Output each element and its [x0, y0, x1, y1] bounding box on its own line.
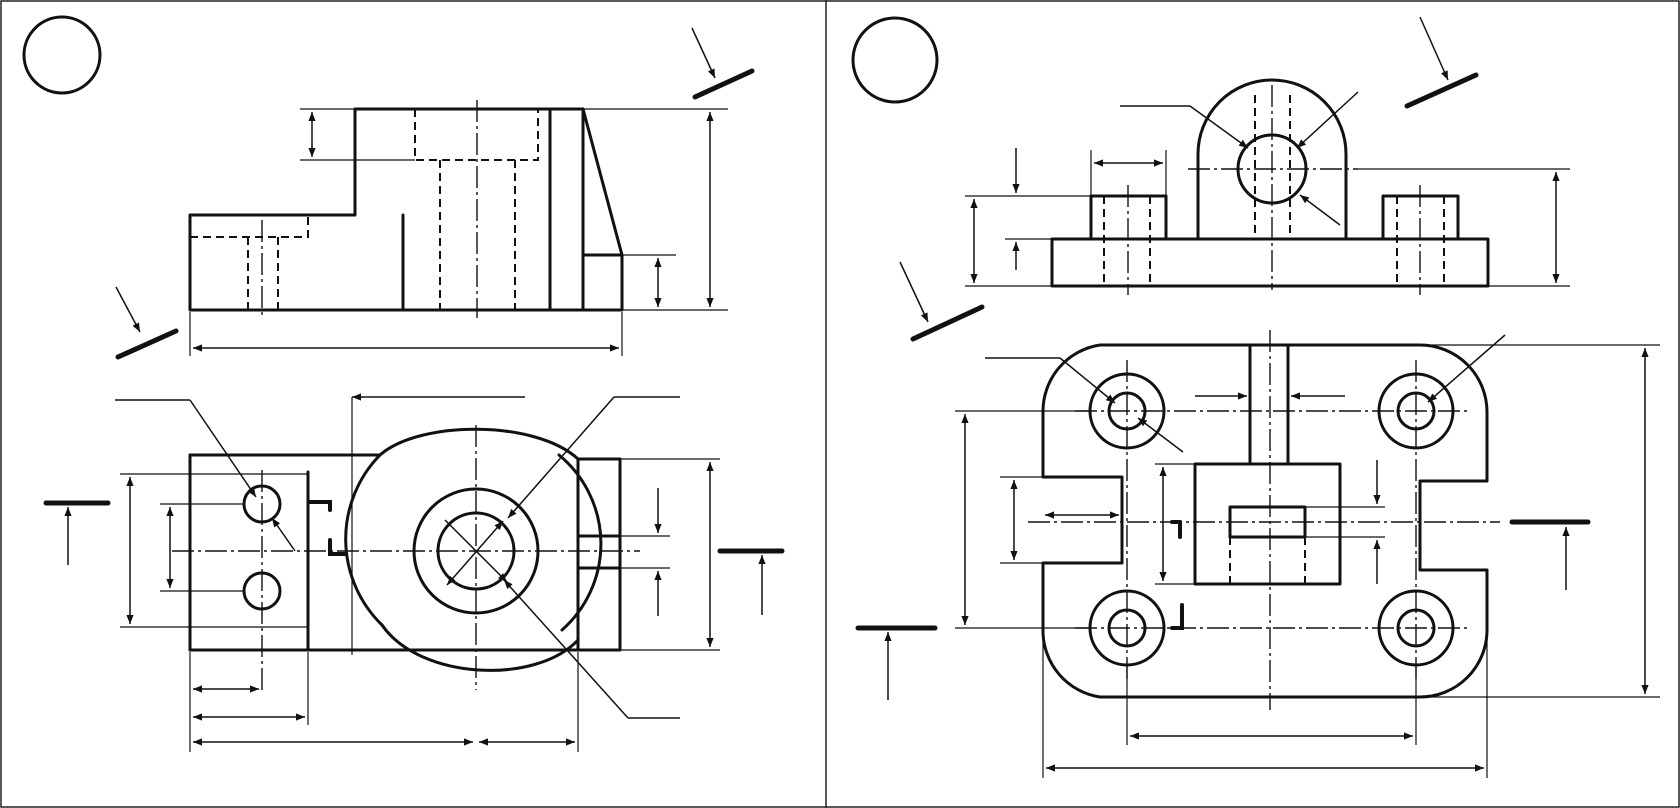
roughness-symbol-left	[899, 261, 985, 342]
roughness-symbol-top-right	[691, 27, 755, 100]
left-drawing	[22, 15, 785, 752]
left-top-view	[43, 393, 785, 752]
roughness-symbol-top-right	[1404, 16, 1479, 109]
roughness-symbol-left	[115, 286, 179, 360]
right-top-view	[855, 330, 1660, 778]
right-label-circle	[851, 16, 939, 104]
right-front-view	[965, 78, 1570, 295]
left-label-circle	[22, 15, 102, 95]
left-front-view	[188, 100, 728, 356]
right-drawing	[851, 16, 1660, 778]
